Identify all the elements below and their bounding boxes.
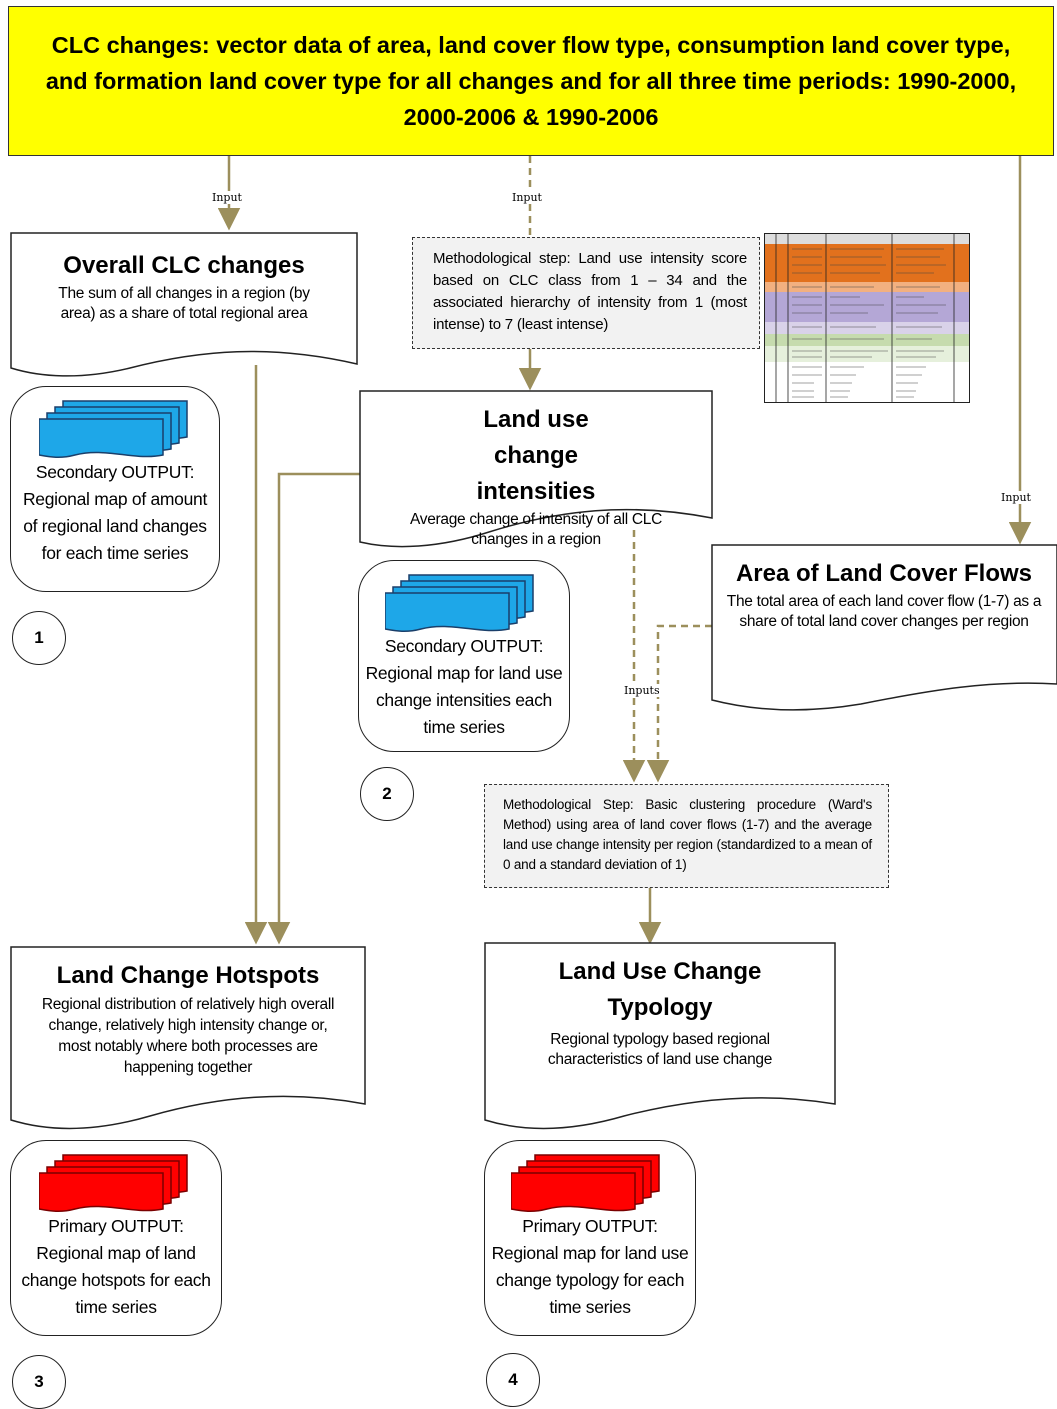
overall-clc-title: Overall CLC changes [63,252,305,279]
output-3-text: Primary OUTPUT: Regional map of land cha… [21,1216,211,1317]
hotspots-text: Regional distribution of relatively high… [41,996,335,1076]
method-intensity-box: Methodological step: Land use intensity … [412,237,760,349]
area-flows-text: The total area of each land cover flow (… [726,593,1042,630]
area-flows-title: Area of Land Cover Flows [735,560,1033,587]
edge-label-input-left: Input [210,191,244,204]
connector-areaflows-to-cluster [646,624,712,783]
typology-title: Land Use Change Typology [558,958,762,1021]
overall-clc-changes-box: Overall CLC changes The sum of all chang… [10,232,358,380]
secondary-output-box-2: Secondary OUTPUT: Regional map for land … [358,560,570,752]
primary-output-box-4: Primary OUTPUT: Regional map for land us… [484,1140,696,1336]
step-number-3: 3 [12,1355,66,1409]
document-shape [711,544,1057,711]
land-use-intensities-text: Average change of intensity of all CLC c… [410,511,662,548]
land-use-intensities-title: Land use change intensities [476,406,596,505]
step-number-1: 1 [12,611,66,665]
connector-intensities-to-hotspots [267,472,362,945]
map-stack-icon [511,1154,660,1213]
map-stack-icon [39,400,188,459]
header-box: CLC changes: vector data of area, land c… [8,6,1054,156]
area-land-cover-flows-box: Area of Land Cover Flows The total area … [711,544,1057,714]
typology-text: Regional typology based regional charact… [547,1031,773,1068]
land-use-change-intensities-box: Land use change intensities Average chan… [359,390,713,552]
document-shape [484,942,836,1130]
map-stack-icon [39,1154,188,1213]
map-stack-icon [385,574,534,633]
header-title: CLC changes: vector data of area, land c… [45,32,1017,130]
output-4-text: Primary OUTPUT: Regional map for land us… [491,1216,689,1317]
document-shape [359,390,713,548]
land-use-change-typology-box: Land Use Change Typology Regional typolo… [484,942,836,1132]
primary-output-box-3: Primary OUTPUT: Regional map of land cha… [10,1140,222,1336]
secondary-output-box-1: Secondary OUTPUT: Regional map of amount… [10,386,220,592]
output-1-text: Secondary OUTPUT: Regional map of amount… [22,462,208,563]
edge-label-inputs-center: Inputs [622,684,662,697]
method-cluster-box: Methodological Step: Basic clustering pr… [484,784,889,888]
step-number-2: 2 [360,767,414,821]
document-shape [10,232,358,377]
hotspots-title: Land Change Hotspots [56,962,320,989]
method-cluster-text: Methodological Step: Basic clustering pr… [503,797,872,872]
overall-clc-text: The sum of all changes in a region (by a… [58,285,310,322]
document-shape [10,946,366,1130]
edge-label-input-middle: Input [510,191,544,204]
land-change-hotspots-box: Land Change Hotspots Regional distributi… [10,946,366,1132]
intensity-table-thumbnail [764,233,970,403]
step-number-4: 4 [486,1353,540,1407]
output-2-text: Secondary OUTPUT: Regional map for land … [365,636,563,737]
edge-label-input-right: Input [999,491,1033,504]
method-intensity-text: Methodological step: Land use intensity … [433,250,747,333]
